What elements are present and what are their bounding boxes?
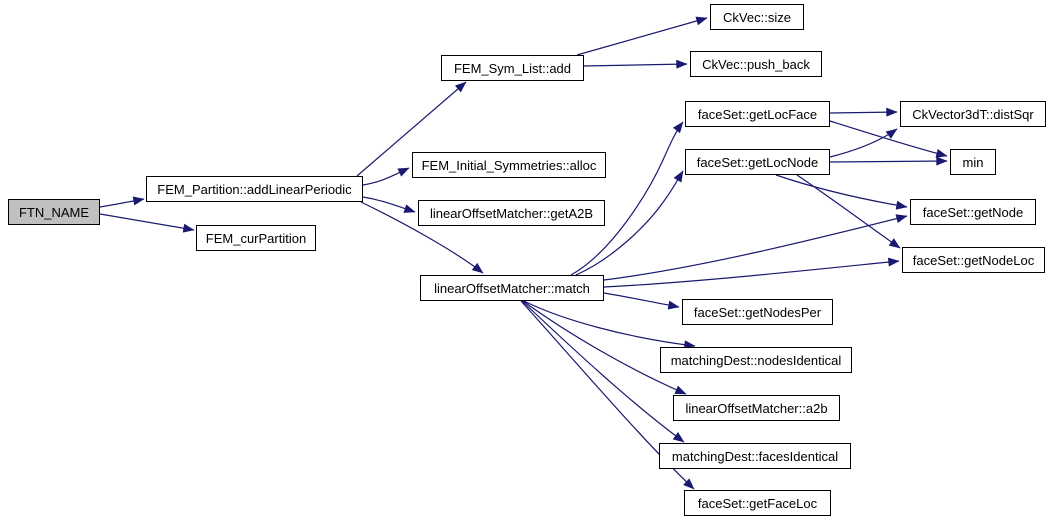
node-ckvec-size[interactable]: CkVec::size (710, 4, 804, 30)
edge-addlinearperiodic-alloc (362, 167, 410, 186)
edge-match-getfaceloc (520, 300, 695, 490)
node-ckvec-push-back[interactable]: CkVec::push_back (690, 51, 822, 77)
edge-symlist_add-ckvec_push_back (583, 59, 688, 69)
node-linearoffsetmatcher-geta2b[interactable]: linearOffsetMatcher::getA2B (418, 200, 605, 226)
edge-addlinearperiodic-symlist_add (356, 81, 467, 177)
node-matchingdest-facesidentical[interactable]: matchingDest::facesIdentical (659, 443, 851, 469)
edge-match-facesidentical (521, 300, 685, 443)
edge-match-getlocface (570, 121, 684, 276)
edge-ftn_name-curpartition (99, 213, 195, 233)
edge-getlocnode-getnode (775, 174, 908, 210)
node-faceset-getnodesper[interactable]: faceSet::getNodesPer (682, 299, 833, 325)
edge-match-a2b (522, 300, 687, 395)
edge-getlocface-min (829, 120, 948, 158)
node-fem-curpartition[interactable]: FEM_curPartition (196, 225, 316, 251)
edge-match-nodesidentical (523, 300, 696, 350)
node-linearoffsetmatcher-a2b[interactable]: linearOffsetMatcher::a2b (673, 395, 840, 421)
edge-match-getlocnode (575, 170, 684, 276)
node-faceset-getfaceloc[interactable]: faceSet::getFaceLoc (684, 490, 831, 516)
node-matchingdest-nodesidentical[interactable]: matchingDest::nodesIdentical (660, 347, 852, 373)
edge-getlocface-distsqr (829, 107, 898, 117)
edge-symlist_add-ckvec_size (576, 16, 708, 56)
node-fem-initial-symmetries-alloc[interactable]: FEM_Initial_Symmetries::alloc (412, 152, 606, 178)
edge-ftn_name-addlinearperiodic (99, 196, 145, 208)
node-linearoffsetmatcher-match[interactable]: linearOffsetMatcher::match (420, 275, 604, 301)
edge-getlocnode-min (829, 156, 948, 166)
edge-getlocnode-distsqr (829, 128, 898, 158)
edge-match-getnodeloc (603, 257, 900, 288)
node-fem-partition-addlinearperiodic[interactable]: FEM_Partition::addLinearPeriodic (146, 176, 363, 202)
node-ftn-name: FTN_NAME (8, 199, 100, 225)
node-faceset-getlocnode[interactable]: faceSet::getLocNode (685, 149, 830, 175)
edge-match-getnode (603, 214, 908, 281)
node-fem-sym-list-add[interactable]: FEM_Sym_List::add (441, 55, 584, 81)
node-faceset-getlocface[interactable]: faceSet::getLocFace (685, 101, 830, 127)
edge-getlocnode-getnodeloc (796, 174, 901, 249)
node-min[interactable]: min (950, 149, 996, 175)
edge-addlinearperiodic-match (360, 201, 484, 274)
node-faceset-getnode[interactable]: faceSet::getNode (910, 199, 1036, 225)
node-faceset-getnodeloc[interactable]: faceSet::getNodeLoc (902, 247, 1045, 273)
node-ckvector3dt-distsqr[interactable]: CkVector3dT::distSqr (900, 101, 1046, 127)
edge-match-getnodesper (603, 292, 680, 310)
edge-addlinearperiodic-geta2b (362, 196, 416, 213)
